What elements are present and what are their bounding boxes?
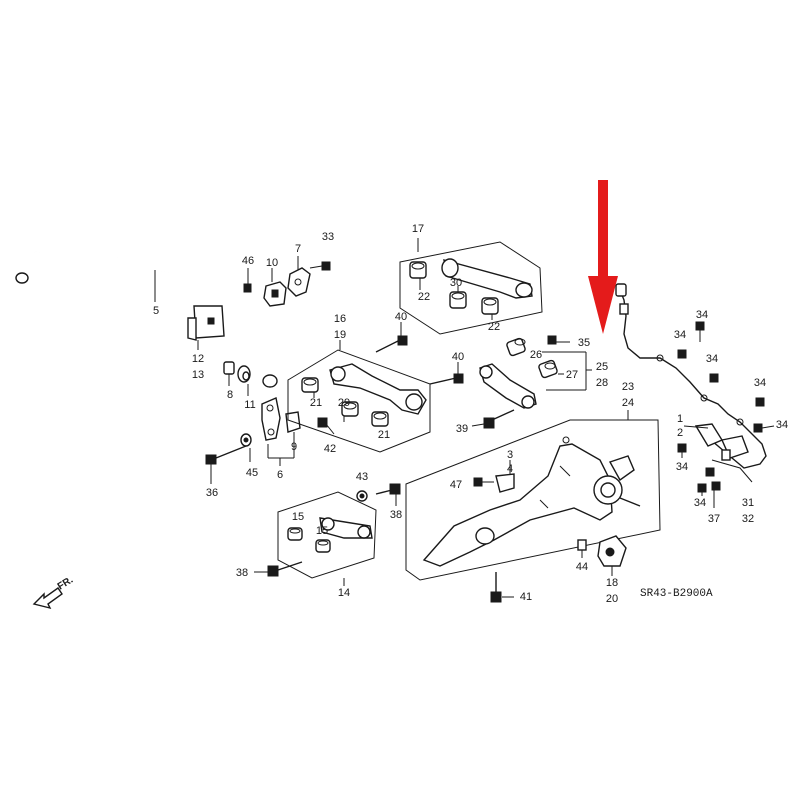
callout-12: 12 [192, 353, 204, 365]
callout-42: 42 [324, 443, 336, 455]
callout-21-b: 21 [378, 429, 390, 441]
stabilizer-mount-hardware [243, 256, 331, 307]
callout-39: 39 [456, 423, 468, 435]
callout-5: 5 [153, 305, 159, 317]
callout-3: 3 [507, 449, 513, 461]
callout-23: 23 [622, 381, 634, 393]
highlight-arrow [588, 180, 618, 334]
callout-27: 27 [566, 369, 578, 381]
callout-38-a: 38 [390, 509, 402, 521]
callout-34-f: 34 [676, 461, 688, 473]
callout-34-e: 34 [776, 419, 788, 431]
callout-29: 29 [338, 397, 350, 409]
callout-46: 46 [242, 255, 254, 267]
callout-20: 20 [606, 593, 618, 605]
harness-clips-34 [677, 321, 775, 508]
callout-22-a: 22 [418, 291, 430, 303]
callout-30: 30 [450, 277, 462, 289]
callout-40-b: 40 [452, 351, 464, 363]
callout-2: 2 [677, 427, 683, 439]
callout-37: 37 [708, 513, 720, 525]
callout-10: 10 [266, 257, 278, 269]
callout-25: 25 [596, 361, 608, 373]
stabilizer-link-bushings [223, 361, 251, 396]
callout-34-b: 34 [674, 329, 686, 341]
callout-34-d: 34 [754, 377, 766, 389]
callout-26: 26 [530, 349, 542, 361]
callout-28: 28 [596, 377, 608, 389]
callout-17: 17 [412, 223, 424, 235]
callout-41: 41 [520, 591, 532, 603]
callout-1: 1 [677, 413, 683, 425]
callout-11: 11 [244, 399, 255, 411]
callout-22-b: 22 [488, 321, 500, 333]
callout-44: 44 [576, 561, 588, 573]
callout-14: 14 [338, 587, 350, 599]
callout-8: 8 [227, 389, 233, 401]
callout-13: 13 [192, 369, 204, 381]
callout-15-b: 15 [316, 525, 328, 537]
callout-47: 47 [450, 479, 462, 491]
trailing-arm-hardware [490, 535, 627, 603]
callout-31: 31 [742, 497, 754, 509]
callout-6: 6 [277, 469, 283, 481]
callout-16: 16 [334, 313, 346, 325]
small-hardware-left [205, 417, 335, 484]
trailing-arm-box-23 [405, 410, 661, 581]
stabilizer-bracket [187, 305, 225, 350]
upper-arm-box-16 [287, 340, 431, 453]
stabilizer-link [261, 397, 301, 466]
callout-19: 19 [334, 329, 346, 341]
callout-38-b: 38 [236, 567, 248, 579]
diagram-code: SR43-B2900A [640, 588, 713, 600]
stabilizer-bar [15, 248, 316, 388]
callout-24: 24 [622, 397, 634, 409]
callout-9: 9 [291, 441, 297, 453]
lower-hardware [254, 483, 401, 577]
callout-34-g: 34 [694, 497, 706, 509]
lower-link-box-14 [277, 491, 377, 586]
callout-40-a: 40 [395, 311, 407, 323]
trailing-arm-bracket [473, 473, 515, 493]
callout-34-c: 34 [706, 353, 718, 365]
front-direction-arrow-icon [32, 587, 63, 610]
callout-18: 18 [606, 577, 618, 589]
upper-arm-box-17 [399, 238, 543, 335]
upper-arm-bolts [375, 322, 515, 429]
callout-4: 4 [507, 463, 513, 475]
callout-34-a: 34 [696, 309, 708, 321]
callout-7: 7 [295, 243, 301, 255]
callout-32: 32 [742, 513, 754, 525]
compensator-arm-25 [479, 335, 592, 409]
sensor-harness [615, 283, 767, 483]
callout-45: 45 [246, 467, 258, 479]
callout-35: 35 [578, 337, 590, 349]
callout-labels: 5 46 10 7 33 12 13 8 11 9 6 36 45 42 17 … [153, 223, 788, 605]
callout-36: 36 [206, 487, 218, 499]
callout-15-a: 15 [292, 511, 304, 523]
callout-21-a: 21 [310, 397, 322, 409]
callout-43: 43 [356, 471, 368, 483]
callout-33: 33 [322, 231, 334, 243]
